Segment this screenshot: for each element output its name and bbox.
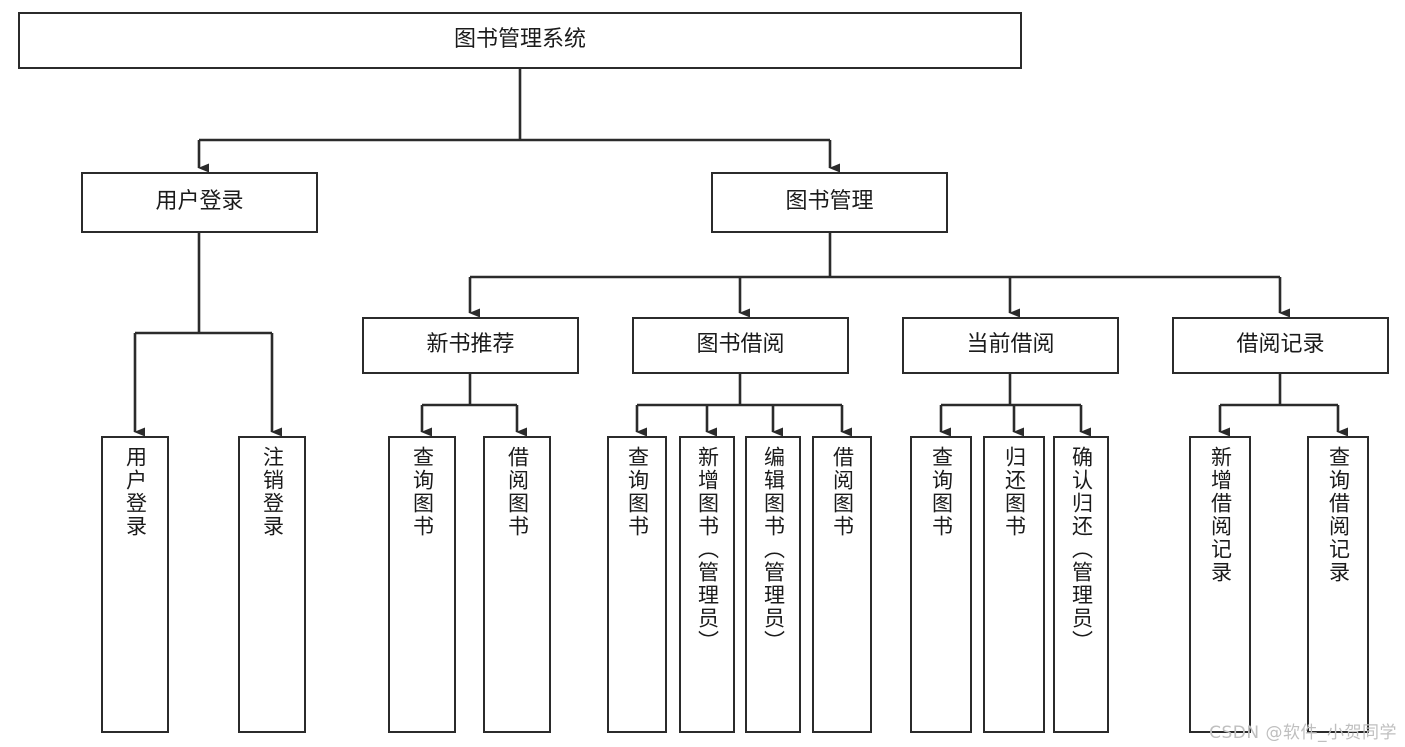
node-leaf-add-record[interactable]: 新增借阅记录 (1189, 436, 1251, 733)
node-leaf-add-book[interactable]: 新增图书（管理员） (679, 436, 735, 733)
node-book-borrow-label: 图书借阅 (696, 332, 785, 358)
node-leaf-user-logout-label: 注销登录 (260, 446, 285, 538)
node-leaf-query-book-3-label: 查询图书 (929, 446, 954, 538)
node-new-book-rec[interactable]: 新书推荐 (362, 317, 579, 374)
node-leaf-user-logout[interactable]: 注销登录 (238, 436, 306, 733)
node-leaf-return-book-label: 归还图书 (1002, 446, 1027, 538)
node-leaf-query-record-label: 查询借阅记录 (1326, 446, 1351, 584)
node-leaf-borrow-book-2-label: 借阅图书 (830, 446, 855, 538)
node-leaf-edit-book-label: 编辑图书（管理员） (761, 446, 786, 653)
node-leaf-user-login[interactable]: 用户登录 (101, 436, 169, 733)
node-borrow-record-label: 借阅记录 (1236, 332, 1325, 358)
node-new-book-rec-label: 新书推荐 (426, 332, 515, 358)
node-user-login[interactable]: 用户登录 (81, 172, 318, 233)
node-current-borrow[interactable]: 当前借阅 (902, 317, 1119, 374)
node-borrow-record[interactable]: 借阅记录 (1172, 317, 1389, 374)
node-book-borrow[interactable]: 图书借阅 (632, 317, 849, 374)
node-leaf-query-book-2-label: 查询图书 (625, 446, 650, 538)
node-current-borrow-label: 当前借阅 (966, 332, 1055, 358)
node-leaf-borrow-book-1[interactable]: 借阅图书 (483, 436, 551, 733)
node-leaf-add-book-label: 新增图书（管理员） (695, 446, 720, 653)
node-leaf-query-book-2[interactable]: 查询图书 (607, 436, 667, 733)
node-leaf-confirm-return[interactable]: 确认归还（管理员） (1053, 436, 1109, 733)
node-root[interactable]: 图书管理系统 (18, 12, 1022, 69)
node-leaf-add-record-label: 新增借阅记录 (1208, 446, 1233, 584)
node-leaf-return-book[interactable]: 归还图书 (983, 436, 1045, 733)
node-leaf-query-book-1-label: 查询图书 (410, 446, 435, 538)
node-user-login-label: 用户登录 (155, 189, 244, 215)
node-leaf-borrow-book-2[interactable]: 借阅图书 (812, 436, 872, 733)
node-leaf-query-book-1[interactable]: 查询图书 (388, 436, 456, 733)
node-leaf-user-login-label: 用户登录 (123, 446, 148, 538)
node-leaf-confirm-return-label: 确认归还（管理员） (1069, 446, 1094, 653)
node-book-manage[interactable]: 图书管理 (711, 172, 948, 233)
node-root-label: 图书管理系统 (453, 27, 586, 53)
node-leaf-edit-book[interactable]: 编辑图书（管理员） (745, 436, 801, 733)
node-leaf-borrow-book-1-label: 借阅图书 (505, 446, 530, 538)
node-book-manage-label: 图书管理 (785, 189, 874, 215)
node-leaf-query-record[interactable]: 查询借阅记录 (1307, 436, 1369, 733)
node-leaf-query-book-3[interactable]: 查询图书 (910, 436, 972, 733)
